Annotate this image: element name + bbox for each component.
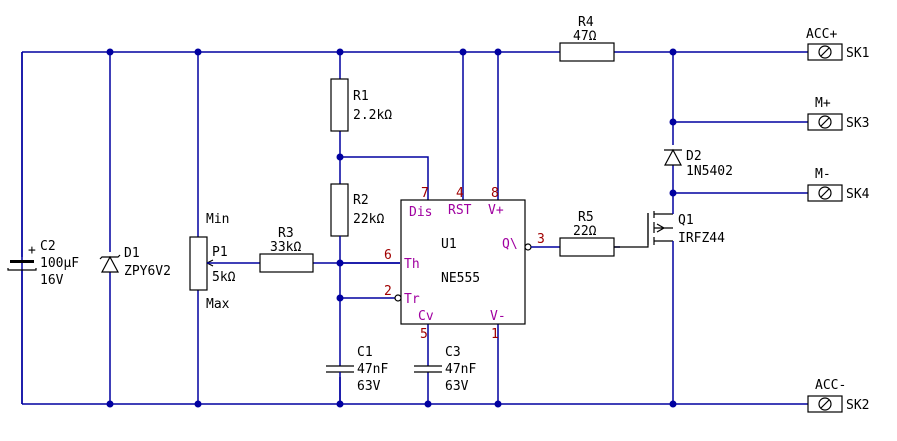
resistor-r5: R5 22Ω xyxy=(531,210,649,257)
svg-text:6: 6 xyxy=(384,248,392,263)
u1-value: NE555 xyxy=(441,271,480,286)
p1-min-label: Min xyxy=(206,212,229,227)
terminal-sk4[interactable]: M- SK4 xyxy=(807,167,870,202)
capacitor-c1: C1 47nF 63V xyxy=(326,345,388,404)
c1-value: 47nF xyxy=(357,362,388,377)
sk2-net-label: ACC- xyxy=(815,378,846,393)
svg-text:3: 3 xyxy=(537,232,545,247)
dis-wire xyxy=(340,156,429,200)
d2-ref: D2 xyxy=(686,149,702,164)
svg-text:Q\: Q\ xyxy=(502,237,518,252)
svg-text:RST: RST xyxy=(448,203,472,218)
r4-ref: R4 xyxy=(578,15,594,30)
sk2-ref: SK2 xyxy=(846,398,869,413)
svg-text:Th: Th xyxy=(404,257,420,272)
q1-ref: Q1 xyxy=(678,213,694,228)
r3-ref: R3 xyxy=(278,226,294,241)
resistor-r2: R2 22kΩ xyxy=(330,183,384,404)
c3-rating: 63V xyxy=(445,379,469,394)
c2-rating: 16V xyxy=(40,273,64,288)
r5-ref: R5 xyxy=(578,210,594,225)
svg-text:V-: V- xyxy=(490,309,506,324)
junction-dots xyxy=(106,48,677,408)
d2-value: 1N5402 xyxy=(686,164,733,179)
mosfet-q1: Q1 IRFZ44 xyxy=(647,201,725,404)
c1-ref: C1 xyxy=(357,345,373,360)
r3-value: 33kΩ xyxy=(270,240,301,255)
r1-ref: R1 xyxy=(353,89,369,104)
sk1-net-label: ACC+ xyxy=(806,27,837,42)
potentiometer-p1: Min P1 5kΩ Max xyxy=(189,52,236,404)
q1-value: IRFZ44 xyxy=(678,231,725,246)
c2-ref: C2 xyxy=(40,239,56,254)
p1-ref: P1 xyxy=(212,245,228,260)
terminal-sk3[interactable]: M+ SK3 xyxy=(807,96,869,131)
sk3-ref: SK3 xyxy=(846,116,869,131)
c1-rating: 63V xyxy=(357,379,381,394)
u1-ref: U1 xyxy=(441,237,457,252)
d1-ref: D1 xyxy=(124,246,140,261)
p1-max-label: Max xyxy=(206,297,230,312)
capacitor-c2: + C2 100µF 16V xyxy=(7,52,79,404)
c3-value: 47nF xyxy=(445,362,476,377)
svg-text:8: 8 xyxy=(491,186,499,201)
sk1-ref: SK1 xyxy=(846,46,869,61)
terminal-sk1[interactable]: ACC+ SK1 xyxy=(806,27,869,61)
c2-value: 100µF xyxy=(40,256,79,271)
svg-text:2: 2 xyxy=(384,284,392,299)
svg-text:7: 7 xyxy=(421,186,429,201)
resistor-r3: R3 33kΩ xyxy=(207,226,400,273)
capacitor-c3: C3 47nF 63V xyxy=(414,324,476,404)
r4-value: 47Ω xyxy=(573,29,597,44)
diode-d2: D2 1N5402 xyxy=(664,148,733,179)
svg-text:V+: V+ xyxy=(488,203,504,218)
svg-text:1: 1 xyxy=(491,327,499,342)
svg-text:+: + xyxy=(28,243,36,258)
r1-value: 2.2kΩ xyxy=(353,108,392,123)
p1-value: 5kΩ xyxy=(212,270,236,285)
sk4-ref: SK4 xyxy=(846,187,870,202)
sk4-net-label: M- xyxy=(815,167,831,182)
ic-u1-ne555: 7 4 8 6 2 5 1 3 Dis RST V+ Th Tr Cv V- Q… xyxy=(384,52,545,404)
resistor-r4: R4 47Ω xyxy=(559,15,615,62)
c3-ref: C3 xyxy=(445,345,461,360)
d1-value: ZPY6V2 xyxy=(124,264,171,279)
r2-value: 22kΩ xyxy=(353,212,384,227)
svg-text:Tr: Tr xyxy=(404,292,420,307)
svg-text:Cv: Cv xyxy=(418,309,434,324)
resistor-r1: R1 2.2kΩ xyxy=(330,52,392,184)
svg-text:4: 4 xyxy=(456,186,464,201)
svg-text:5: 5 xyxy=(420,327,428,342)
terminal-sk2[interactable]: ACC- SK2 xyxy=(807,378,869,413)
sk3-net-label: M+ xyxy=(815,96,831,111)
zener-d1: D1 ZPY6V2 xyxy=(99,52,171,404)
svg-text:Dis: Dis xyxy=(409,205,432,220)
r5-value: 22Ω xyxy=(573,224,597,239)
r2-ref: R2 xyxy=(353,193,369,208)
